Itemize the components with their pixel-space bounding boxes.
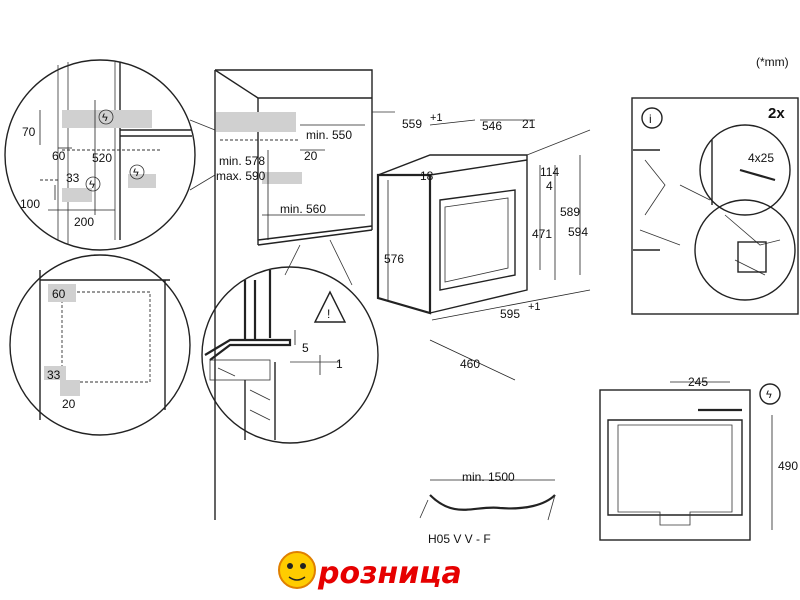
dim-245: 245 [688,375,708,389]
dim-559-tolerance: +1 [430,112,443,124]
dim-200: 200 [74,215,94,229]
svg-text:ϟ: ϟ [102,112,108,124]
dim-520: 520 [92,151,112,165]
dim-min-578: min. 578 [219,154,265,168]
dim-4: 4 [546,179,553,193]
dim-471: 471 [532,227,552,241]
dim-1: 1 [336,357,343,371]
dim-546: 546 [482,119,502,133]
screw-size: 4x25 [748,151,774,165]
svg-text:i: i [649,112,652,126]
dim-20: 20 [304,149,318,163]
dim-114: 114 [540,165,559,179]
svg-text:ϟ: ϟ [133,167,139,179]
info-icon [641,107,663,129]
mascot-icon [278,551,316,589]
dim-594: 594 [568,225,588,239]
svg-text:ϟ: ϟ [89,179,95,191]
warning-icon [313,290,347,323]
svg-text:!: ! [327,307,330,321]
dim-min-560: min. 560 [280,202,326,216]
electric-hazard-icon [98,109,114,125]
electric-hazard-icon [759,383,781,405]
dim-33: 33 [66,171,80,185]
dim-589: 589 [560,205,580,219]
dim-595: 595 [500,307,520,321]
dim-5: 5 [302,341,309,355]
detail-circle-top-left: ϟ ϟ ϟ 70 60 520 33 100 200 [4,59,216,251]
dim-18: 18 [420,169,434,183]
dim-21: 21 [522,117,536,131]
detail-circle-bottom-mid: 5 1 ! [201,266,379,444]
logo-text: розница [317,556,462,591]
detail-circle-lower-left: 60 33 20 [9,254,191,436]
unit-note: (*mm) [756,55,789,69]
dim-60: 60 [52,149,66,163]
dim-490: 490 [778,459,798,473]
oven-drawing: 559 +1 546 21 18 114 4 576 471 589 594 5… [376,112,591,381]
dim-595-tolerance: +1 [528,301,541,313]
dim-559: 559 [402,117,422,131]
dim-460: 460 [460,357,480,371]
svg-text:ϟ: ϟ [766,389,772,401]
cable-type: H05 V V - F [428,532,491,546]
store-logo: розница [278,551,462,592]
dim-576: 576 [384,252,404,266]
cable-drawing: min. 1500 H05 V V - F [419,470,556,546]
electric-hazard-icon [129,164,145,180]
dim-70: 70 [22,125,36,139]
screw-detail-box: i 2x 4x25 [631,97,799,315]
dim-20: 20 [62,397,76,411]
oven-back-view: ϟ 245 490 [599,375,798,541]
electric-hazard-icon [85,176,101,192]
dim-33: 33 [47,368,61,382]
dim-100: 100 [20,197,40,211]
dim-max-590: max. 590 [216,169,266,183]
cable-length: min. 1500 [462,470,515,484]
dim-min-550: min. 550 [306,128,352,142]
dim-60: 60 [52,287,66,301]
cabinet-niche: min. 550 20 min. 578 max. 590 min. 560 [214,69,395,520]
screw-count: 2x [768,105,785,122]
